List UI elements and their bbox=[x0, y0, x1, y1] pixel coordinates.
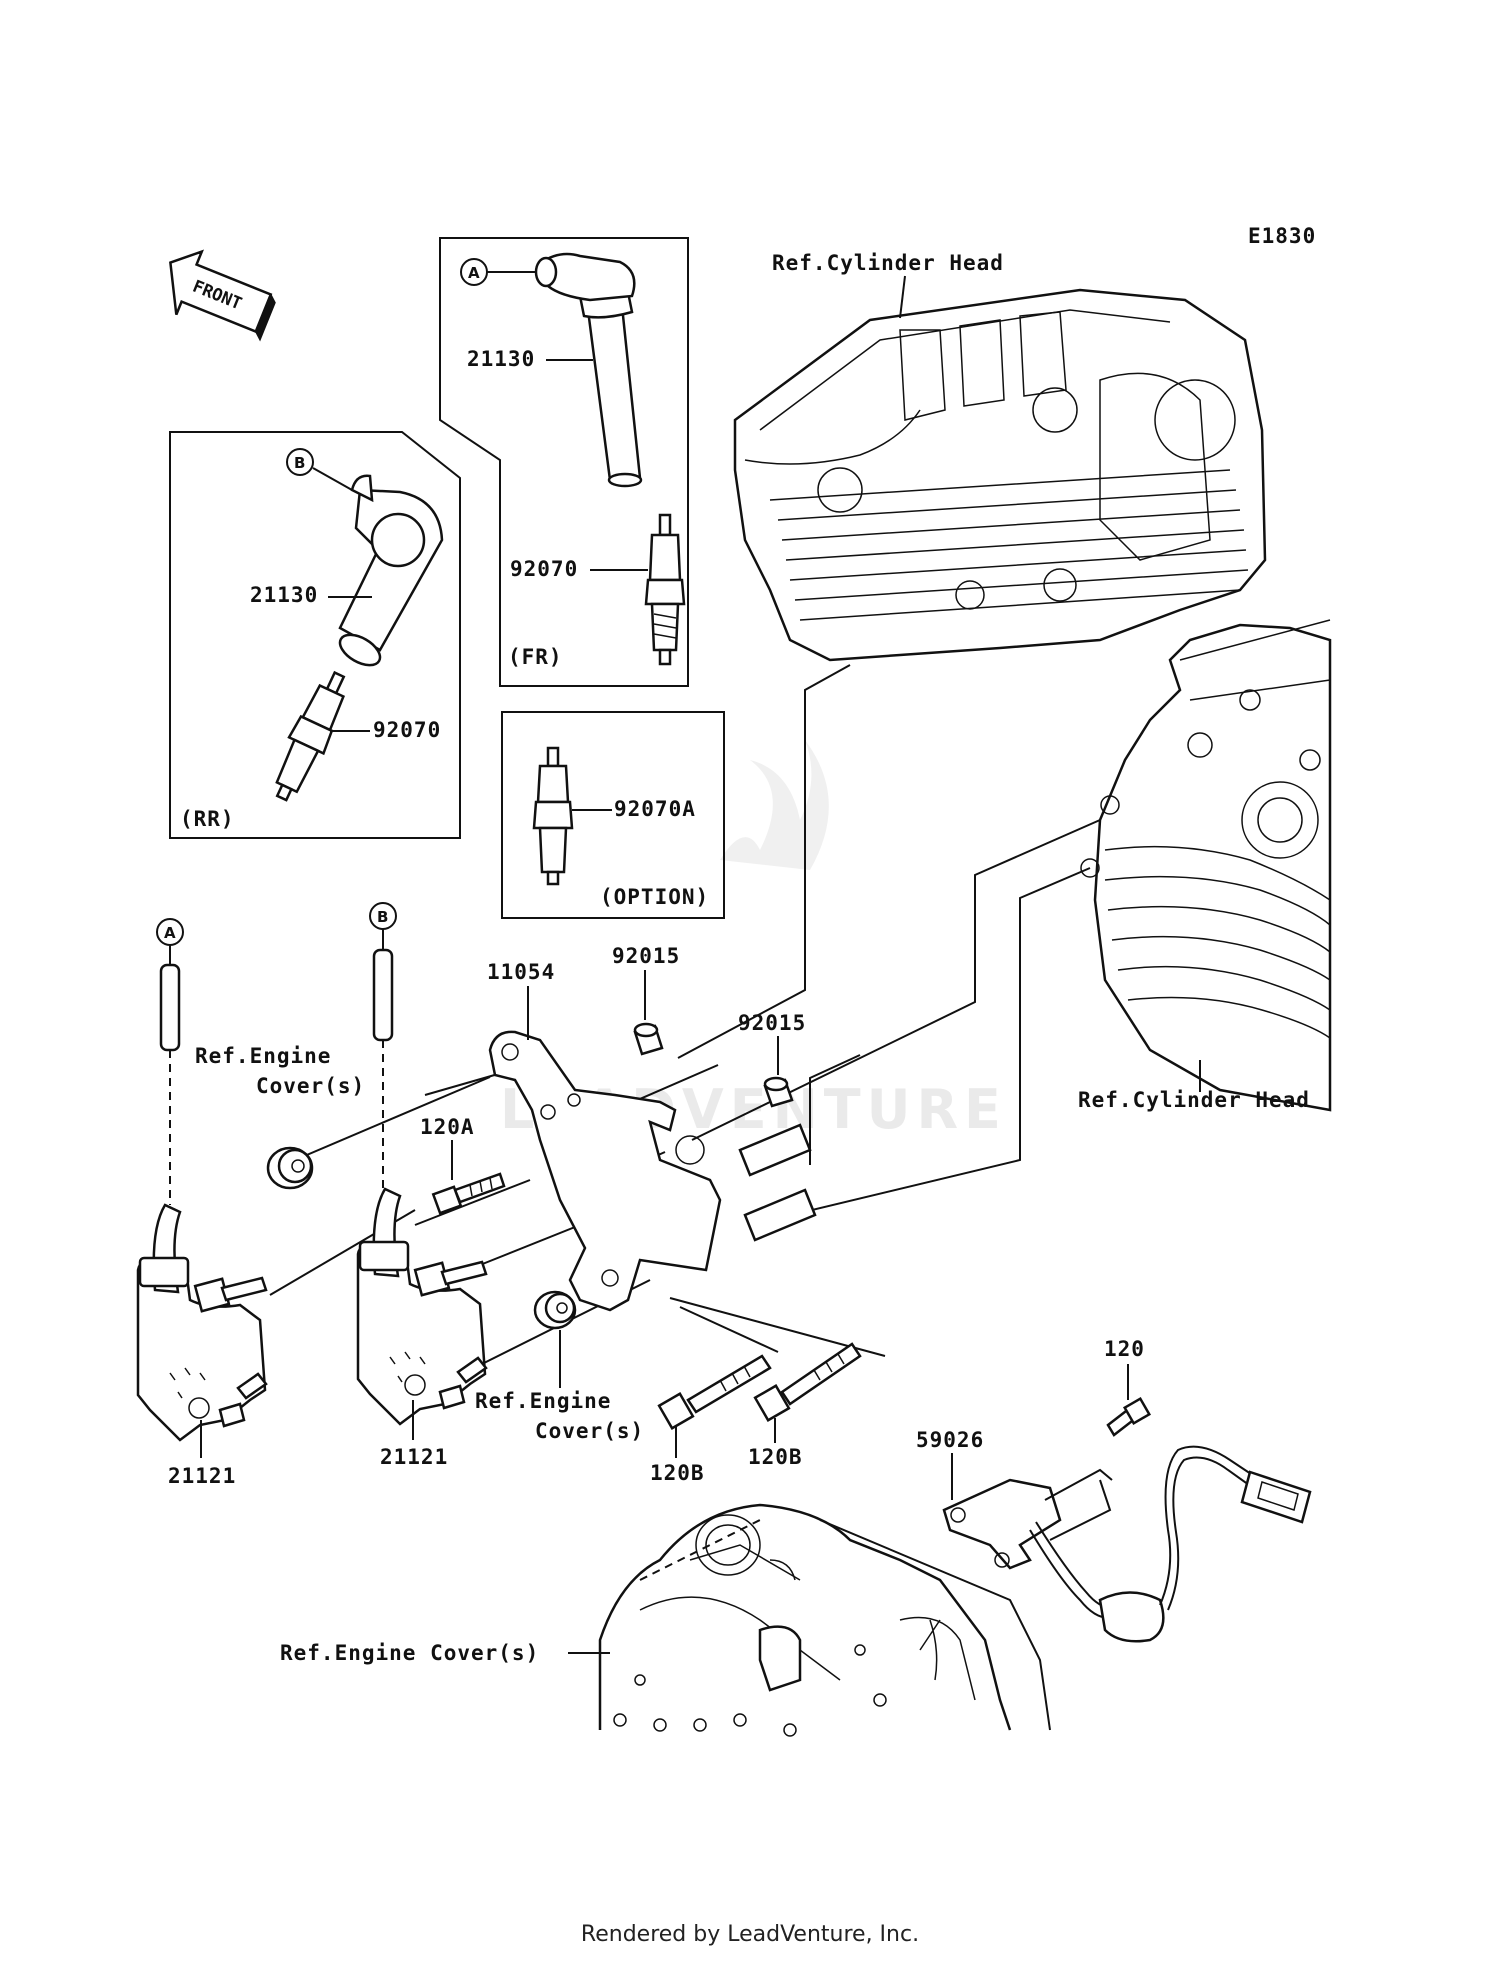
fr-cap-part-number: 21130 bbox=[467, 347, 535, 371]
part-120a: 120A bbox=[420, 1115, 475, 1139]
fr-box: A 21130 92070 (FR) bbox=[439, 237, 689, 687]
engine-cover-bottom bbox=[598, 1503, 1051, 1737]
ignition-coil-21121-1 bbox=[136, 1203, 268, 1442]
spark-plug-fr bbox=[644, 513, 686, 666]
plug-cap-rr bbox=[338, 474, 444, 667]
svg-text:B: B bbox=[377, 908, 388, 926]
spark-plug-rr bbox=[275, 670, 346, 802]
ignition-coil-21121-2 bbox=[356, 1187, 488, 1426]
sensor-59026 bbox=[942, 1445, 1312, 1643]
cylinder-head-top bbox=[733, 288, 1267, 662]
option-box: 92070A (OPTION) bbox=[501, 711, 725, 919]
part-120: 120 bbox=[1104, 1337, 1145, 1361]
rr-plug-part-number: 92070 bbox=[373, 718, 441, 742]
svg-text:A: A bbox=[468, 264, 480, 282]
bolt-120b-2 bbox=[753, 1342, 862, 1422]
ref-engine-cover-1-line1: Ref.Engine bbox=[195, 1044, 331, 1068]
part-92015-1: 92015 bbox=[612, 944, 680, 968]
tube-a: A bbox=[156, 918, 184, 1205]
part-21121-1: 21121 bbox=[168, 1464, 236, 1488]
spark-plug-option bbox=[532, 746, 574, 886]
part-120b-2: 120B bbox=[748, 1445, 803, 1469]
callout-b-rr bbox=[286, 448, 314, 476]
option-box-tag: (OPTION) bbox=[600, 885, 709, 909]
ref-cylinder-head-right: Ref.Cylinder Head bbox=[1078, 1088, 1310, 1112]
svg-text:B: B bbox=[294, 454, 305, 472]
cylinder-head-right bbox=[1080, 619, 1332, 1112]
fr-box-tag: (FR) bbox=[508, 645, 563, 669]
grommet-1 bbox=[266, 1146, 314, 1190]
diagram-code: E1830 bbox=[1248, 224, 1316, 248]
bolt-120a bbox=[431, 1172, 506, 1215]
svg-text:A: A bbox=[164, 924, 176, 942]
ref-engine-cover-1-line2: Cover(s) bbox=[256, 1074, 365, 1098]
collar-92015-1 bbox=[633, 1022, 664, 1056]
part-120b-1: 120B bbox=[650, 1461, 705, 1485]
part-11054: 11054 bbox=[487, 960, 555, 984]
rr-cap-part-number: 21130 bbox=[250, 583, 318, 607]
bolt-120 bbox=[1106, 1396, 1152, 1437]
grommet-2 bbox=[533, 1290, 577, 1330]
rr-box-tag: (RR) bbox=[180, 807, 235, 831]
dowel-pins bbox=[738, 1123, 817, 1242]
footer-credit: Rendered by LeadVenture, Inc. bbox=[580, 1922, 920, 1947]
bracket-11054 bbox=[488, 1030, 722, 1312]
plug-cap-fr bbox=[534, 252, 643, 488]
ref-engine-cover-3: Ref.Engine Cover(s) bbox=[280, 1641, 539, 1665]
part-59026: 59026 bbox=[916, 1428, 984, 1452]
ref-cylinder-head-top: Ref.Cylinder Head bbox=[772, 251, 1004, 275]
bolt-120b-1 bbox=[657, 1354, 772, 1430]
part-21121-2: 21121 bbox=[380, 1445, 448, 1469]
option-plug-part-number: 92070A bbox=[614, 797, 696, 821]
fr-plug-part-number: 92070 bbox=[510, 557, 578, 581]
collar-92015-2 bbox=[763, 1076, 794, 1108]
ref-engine-cover-2-line1: Ref.Engine bbox=[475, 1389, 611, 1413]
front-arrow: FRONT bbox=[169, 249, 276, 342]
tube-b: B bbox=[369, 902, 397, 1190]
rr-box: B 21130 92070 (RR) bbox=[169, 431, 461, 839]
ref-engine-cover-2-line2: Cover(s) bbox=[535, 1419, 644, 1443]
part-92015-2: 92015 bbox=[738, 1011, 806, 1035]
watermark: LEADVENTURE bbox=[500, 740, 1001, 1141]
